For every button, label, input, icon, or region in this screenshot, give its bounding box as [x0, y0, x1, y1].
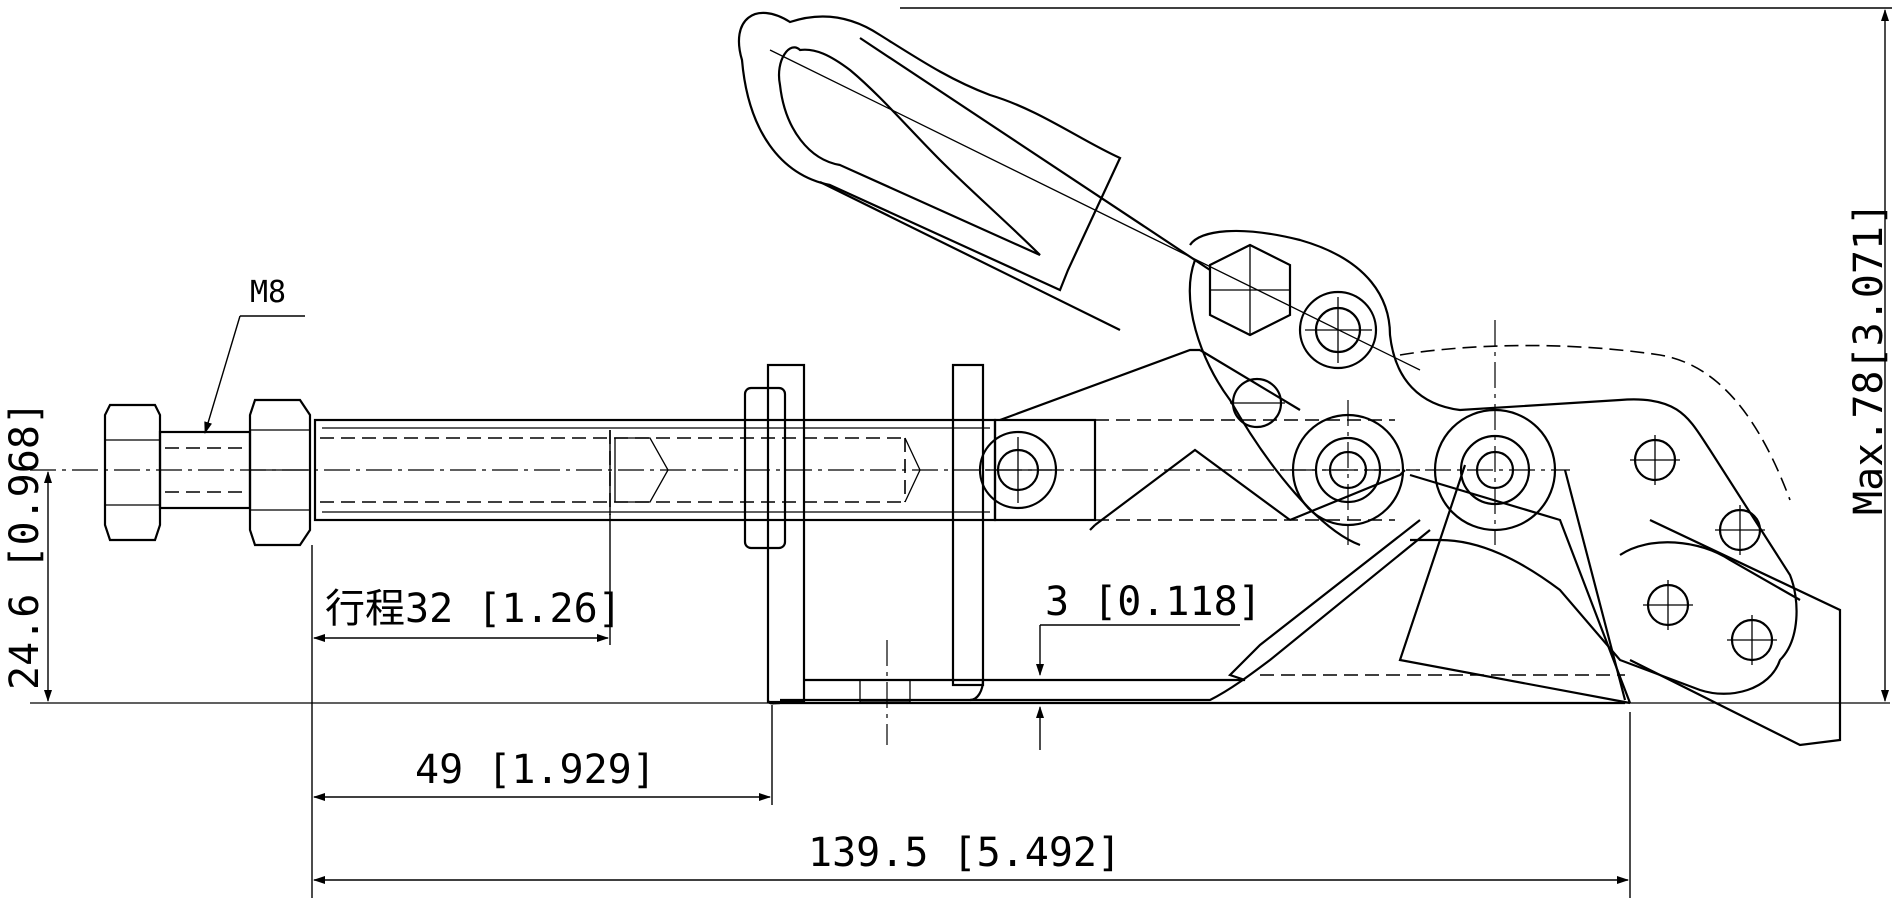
thread-label: M8	[250, 275, 286, 310]
mount-holes	[1619, 435, 1801, 665]
pivot-pins	[978, 290, 1570, 545]
mount-offset-label: 49 [1.929]	[415, 747, 656, 793]
stroke-label: 行程32 [1.26]	[325, 586, 622, 632]
gap-dimension: 3 [0.118]	[1036, 579, 1262, 750]
gap-label: 3 [0.118]	[1045, 579, 1262, 625]
max-height-label: Max.78[3.071]	[1846, 202, 1892, 515]
overall-length-label: 139.5 [5.492]	[808, 830, 1121, 876]
lever-hex-nut	[1208, 243, 1292, 337]
slide-bracket	[766, 363, 985, 745]
thread-callout: M8	[204, 275, 305, 434]
adjusting-bolt	[103, 398, 312, 547]
clamp-base	[775, 348, 1632, 705]
handle-lever-body	[1188, 229, 1842, 747]
axis-height-dimension: 24.6 [0.968]	[2, 401, 52, 702]
max-height-dimension: Max.78[3.071]	[900, 7, 1892, 702]
handle-grip	[737, 11, 1421, 371]
mount-offset-dimension: 49 [1.929]	[313, 705, 773, 805]
plunger-rod	[313, 386, 1395, 550]
axis-height-label: 24.6 [0.968]	[2, 401, 48, 690]
stroke-dimension: 行程32 [1.26]	[311, 430, 622, 898]
overall-length-dimension: 139.5 [5.492]	[313, 712, 1631, 898]
